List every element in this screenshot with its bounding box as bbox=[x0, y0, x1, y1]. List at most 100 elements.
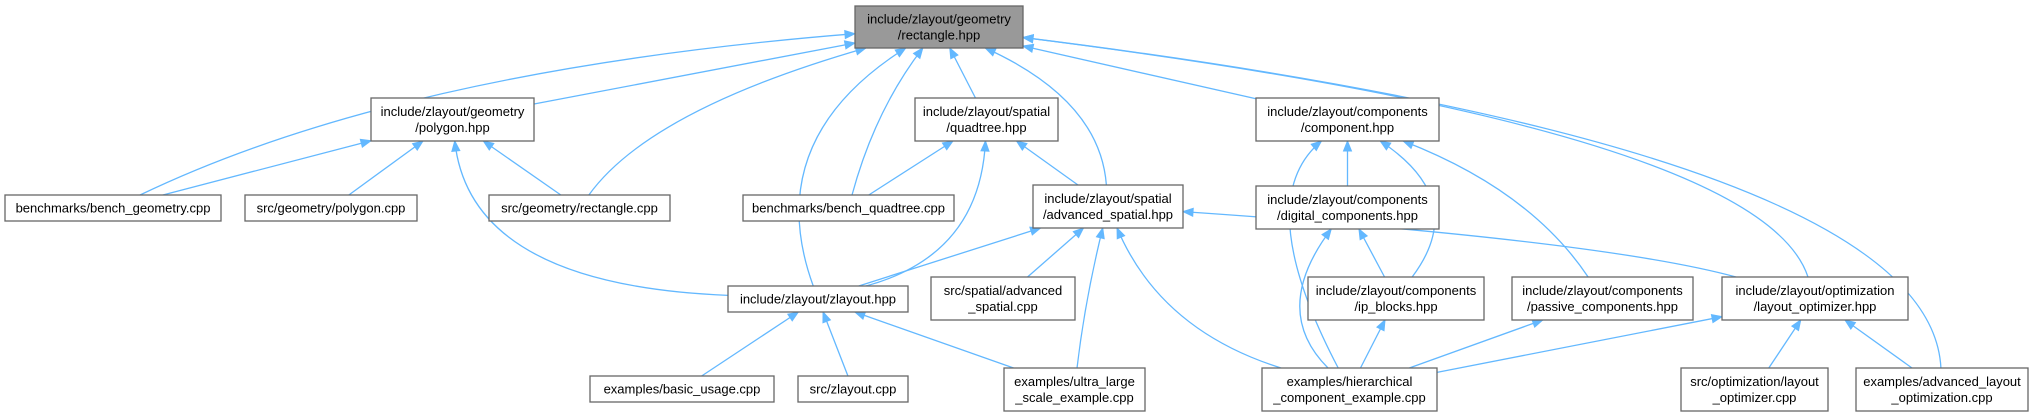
node-pc[interactable]: src/geometry/polygon.cpp bbox=[244, 194, 418, 222]
node-label-line: benchmarks/bench_geometry.cpp bbox=[16, 201, 211, 216]
node-box bbox=[1511, 276, 1694, 321]
node-hc[interactable]: examples/hierarchical_component_example.… bbox=[1261, 367, 1438, 412]
arrow-head bbox=[1116, 226, 1126, 240]
node-label-line: include/zlayout/optimization bbox=[1736, 283, 1895, 298]
node-bq[interactable]: benchmarks/bench_quadtree.cpp bbox=[742, 194, 955, 222]
node-box bbox=[1255, 185, 1440, 230]
edge-line bbox=[854, 311, 1014, 369]
node-as[interactable]: include/zlayout/spatial/advanced_spatial… bbox=[1032, 184, 1184, 229]
arrow-head bbox=[949, 46, 959, 60]
edge-pc-poly bbox=[348, 140, 425, 196]
node-label-line: src/zlayout.cpp bbox=[810, 382, 897, 397]
node-label-line: examples/basic_usage.cpp bbox=[604, 382, 761, 397]
node-rc[interactable]: src/geometry/rectangle.cpp bbox=[488, 194, 671, 222]
edge-line bbox=[1436, 316, 1723, 374]
node-label-line: src/geometry/rectangle.cpp bbox=[501, 201, 658, 216]
node-label-line: /quadtree.hpp bbox=[946, 120, 1026, 135]
edge-line bbox=[454, 140, 729, 297]
arrow-head bbox=[1401, 140, 1415, 150]
node-ip[interactable]: include/zlayout/components/ip_blocks.hpp bbox=[1307, 276, 1485, 321]
node-pcomp[interactable]: include/zlayout/components/passive_compo… bbox=[1511, 276, 1694, 321]
edge-al-rect bbox=[1021, 34, 1942, 369]
edge-line bbox=[139, 33, 856, 196]
node-rect[interactable]: include/zlayout/geometry/rectangle.hpp bbox=[854, 5, 1024, 49]
edge-line bbox=[985, 47, 1108, 186]
node-comp[interactable]: include/zlayout/components/component.hpp bbox=[1255, 97, 1440, 142]
arrow-head bbox=[1342, 139, 1353, 152]
arrow-head bbox=[912, 46, 924, 60]
edge-line bbox=[533, 42, 856, 105]
edge-line bbox=[851, 47, 924, 196]
edge-line bbox=[1076, 227, 1104, 369]
node-box bbox=[930, 276, 1076, 321]
edge-hc-lo bbox=[1436, 314, 1724, 374]
edge-lo-rect bbox=[1021, 34, 1809, 278]
node-poly[interactable]: include/zlayout/geometry/polygon.hpp bbox=[370, 97, 535, 142]
arrow-head bbox=[451, 139, 461, 152]
node-lo[interactable]: include/zlayout/optimization/layout_opti… bbox=[1721, 276, 1909, 321]
node-label-line: src/geometry/polygon.cpp bbox=[257, 201, 406, 216]
node-sas[interactable]: src/spatial/advanced_spatial.cpp bbox=[930, 276, 1076, 321]
edge-ul-as bbox=[1076, 226, 1105, 369]
node-bu[interactable]: examples/basic_usage.cpp bbox=[589, 375, 775, 403]
node-label-line: _optimizer.cpp bbox=[1712, 390, 1797, 405]
node-label-line: include/zlayout/spatial bbox=[1044, 191, 1171, 206]
node-label-line: include/zlayout/zlayout.hpp bbox=[740, 292, 896, 307]
arrow-head bbox=[822, 310, 832, 324]
node-label-line: src/spatial/advanced bbox=[944, 283, 1063, 298]
node-label-line: /layout_optimizer.hpp bbox=[1754, 299, 1877, 314]
edge-dc-comp bbox=[1342, 139, 1353, 186]
node-box bbox=[1855, 367, 2029, 412]
arrow-head bbox=[853, 311, 867, 320]
node-qt[interactable]: include/zlayout/spatial/quadtree.hpp bbox=[914, 97, 1059, 142]
node-lopt[interactable]: src/optimization/layout_optimizer.cpp bbox=[1680, 367, 1829, 412]
arrow-head bbox=[843, 40, 857, 50]
node-box bbox=[1680, 367, 1829, 412]
node-label-line: include/zlayout/components bbox=[1267, 192, 1428, 207]
node-label-line: include/zlayout/components bbox=[1522, 283, 1683, 298]
arrow-head bbox=[1710, 314, 1724, 324]
arrow-head bbox=[411, 140, 425, 152]
node-label-line: /component.hpp bbox=[1301, 120, 1394, 135]
node-label-line: /polygon.hpp bbox=[415, 120, 489, 135]
node-label-line: _spatial.cpp bbox=[967, 299, 1037, 314]
arrow-head bbox=[980, 139, 990, 152]
arrow-head bbox=[1843, 319, 1857, 330]
edge-bg-poly bbox=[162, 138, 373, 196]
node-label-line: include/zlayout/geometry bbox=[381, 104, 525, 119]
node-label-line: examples/advanced_layout bbox=[1863, 374, 2021, 389]
edge-bu-zl bbox=[701, 311, 800, 377]
arrow-head bbox=[359, 138, 373, 148]
edge-hc-comp bbox=[1288, 140, 1339, 369]
node-label-line: _component_example.cpp bbox=[1272, 390, 1426, 405]
edge-line bbox=[1022, 45, 1257, 100]
node-ul[interactable]: examples/ultra_large_scale_example.cpp bbox=[1003, 367, 1146, 412]
edge-line bbox=[1116, 227, 1282, 369]
edge-rc-poly bbox=[482, 140, 562, 196]
node-box bbox=[1307, 276, 1485, 321]
node-zc[interactable]: src/zlayout.cpp bbox=[797, 375, 909, 403]
edge-line bbox=[868, 140, 954, 196]
node-dc[interactable]: include/zlayout/components/digital_compo… bbox=[1255, 185, 1440, 230]
edge-zl-qt bbox=[865, 139, 990, 287]
node-box bbox=[797, 375, 909, 403]
node-box bbox=[1721, 276, 1909, 321]
edge-line bbox=[858, 227, 1041, 287]
node-label-line: include/zlayout/geometry bbox=[867, 12, 1011, 27]
node-al[interactable]: examples/advanced_layout_optimization.cp… bbox=[1855, 367, 2029, 412]
edge-line bbox=[1299, 228, 1332, 369]
edge-line bbox=[162, 140, 372, 196]
edge-line bbox=[1409, 319, 1543, 369]
edge-comp-rect bbox=[1021, 43, 1257, 100]
edge-line bbox=[865, 140, 987, 287]
node-zl[interactable]: include/zlayout/zlayout.hpp bbox=[727, 285, 909, 313]
edge-al-lo bbox=[1843, 319, 1913, 369]
edge-bg-rect bbox=[139, 29, 857, 196]
arrow-head bbox=[1015, 140, 1028, 151]
edge-zl-poly bbox=[451, 139, 729, 297]
edge-line bbox=[1288, 140, 1339, 369]
node-bg[interactable]: benchmarks/bench_geometry.cpp bbox=[4, 194, 222, 222]
edge-line bbox=[1016, 140, 1079, 186]
node-box bbox=[488, 194, 671, 222]
node-box bbox=[370, 97, 535, 142]
